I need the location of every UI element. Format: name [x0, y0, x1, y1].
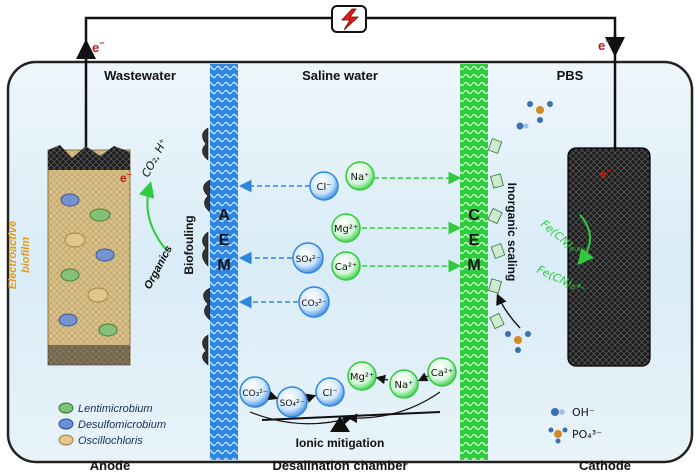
legend-oscillochloris: Oscillochloris	[78, 435, 143, 447]
mitigation-co3: CO₃²⁻	[239, 376, 271, 408]
mitigation-mg: Mg²⁺	[347, 361, 377, 391]
legend-lentimicrobium-icon	[58, 402, 74, 414]
svg-text:CO₃²⁻: CO₃²⁻	[301, 299, 327, 309]
scaling-arrow	[496, 293, 521, 329]
svg-text:Cl⁻: Cl⁻	[322, 388, 337, 399]
saline-water-label: Saline water	[302, 68, 378, 83]
ion-co3: CO₃²⁻	[298, 286, 330, 318]
molecule-po4-top	[527, 101, 553, 123]
ion-na: Na⁺	[345, 161, 375, 191]
mitigation-so4: SO₄²⁻	[276, 386, 308, 418]
legend-bacteria: Lentimicrobium Desulfomicrobium Oscilloc…	[58, 402, 166, 447]
legend-po4: PO₄³⁻	[572, 428, 602, 441]
electron-cathode: e−	[600, 166, 612, 181]
svg-text:Mg²⁺: Mg²⁺	[334, 224, 358, 235]
svg-text:Cl⁻: Cl⁻	[316, 182, 331, 193]
ion-mg: Mg²⁺	[331, 213, 361, 243]
svg-text:Ca²⁺: Ca²⁺	[431, 368, 453, 379]
anode-label: Anode	[90, 458, 130, 473]
biofouling-label: Biofouling	[182, 215, 196, 274]
pbs-label: PBS	[557, 68, 584, 83]
aem-letter-e: E	[219, 232, 230, 249]
svg-text:Na⁺: Na⁺	[351, 172, 370, 183]
electron-label-left: e−	[92, 38, 105, 55]
legend-desulfomicrobium: Desulfomicrobium	[78, 419, 166, 431]
svg-text:SO₄²⁻: SO₄²⁻	[280, 399, 305, 409]
svg-text:Mg²⁺: Mg²⁺	[350, 372, 374, 383]
ion-so4: SO₄²⁻	[292, 242, 324, 274]
legend-oh-icon	[551, 408, 559, 416]
bacteria-cluster	[58, 193, 118, 337]
legend-molecules: OH⁻ PO₄³⁻	[548, 406, 602, 444]
aem-letter-m: M	[217, 257, 230, 274]
seesaw-pivot	[330, 416, 350, 432]
electron-anode: e−	[120, 170, 132, 185]
svg-text:SO₄²⁻: SO₄²⁻	[296, 255, 321, 265]
molecule-oh-top	[516, 122, 529, 130]
molecule-po4-bottom	[505, 331, 531, 353]
svg-text:CO₃²⁻: CO₃²⁻	[242, 389, 268, 399]
anode-electrode	[47, 145, 131, 366]
cem-letter-m: M	[467, 257, 480, 274]
oxidation-arrow	[139, 181, 169, 253]
cem-letter-e: E	[469, 232, 480, 249]
legend-lentimicrobium: Lentimicrobium	[78, 403, 153, 415]
ionic-mitigation-label: Ionic mitigation	[296, 436, 385, 450]
cem-letter-c: C	[468, 207, 480, 224]
svg-text:Ca²⁺: Ca²⁺	[335, 262, 357, 273]
svg-text:Na⁺: Na⁺	[395, 380, 414, 391]
cathode-electrode	[567, 147, 651, 367]
ion-ca: Ca²⁺	[331, 251, 361, 281]
legend-desulfomicrobium-icon	[58, 418, 74, 430]
aem-letter-a: A	[218, 207, 230, 224]
seesaw-beam	[261, 411, 441, 421]
electroactive-biofilm-label: Electroactivebiofilm	[7, 221, 32, 289]
desalination-chamber-label: Desalination chamber	[272, 458, 407, 473]
electron-label-right: e−	[598, 36, 611, 53]
mitigation-cl: Cl⁻	[315, 377, 345, 407]
reduction-arrow	[577, 214, 594, 266]
legend-oscillochloris-icon	[58, 434, 74, 446]
biofouling-deposits	[202, 127, 211, 366]
inorganic-scaling-crystals	[487, 138, 506, 330]
legend-po4-icon	[554, 430, 562, 438]
cathode-label: Cathode	[579, 458, 631, 473]
aem-membrane	[210, 64, 238, 460]
mitigation-na: Na⁺	[389, 369, 419, 399]
wastewater-label: Wastewater	[104, 68, 176, 83]
mitigation-ca: Ca²⁺	[427, 357, 457, 387]
inorganic-scaling-label: Inorganic scaling	[505, 183, 519, 282]
ion-cl: Cl⁻	[309, 171, 339, 201]
legend-oh: OH⁻	[572, 406, 595, 419]
cem-membrane	[460, 64, 488, 460]
lightning-icon	[341, 8, 360, 31]
